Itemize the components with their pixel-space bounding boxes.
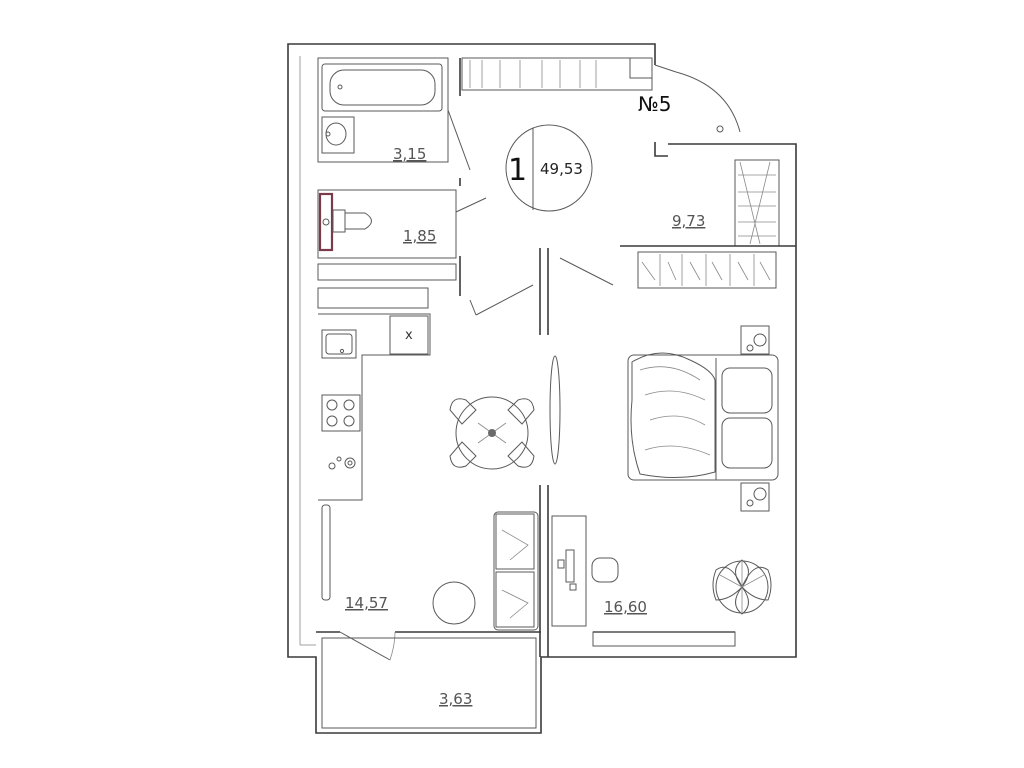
chair-icon bbox=[449, 398, 535, 468]
desk-icon bbox=[551, 515, 587, 627]
kitchen-living-area: 14,57 bbox=[345, 594, 388, 612]
toilet-area: 1,85 bbox=[403, 227, 436, 245]
bathroom: 3,15 bbox=[317, 57, 471, 171]
bed-icon bbox=[627, 352, 779, 481]
sink-icon bbox=[321, 116, 355, 154]
hallway: 9,73 bbox=[461, 57, 780, 316]
chair-icon bbox=[591, 557, 619, 583]
lamp-icon bbox=[740, 325, 770, 512]
rooms-badge: 1 49,53 bbox=[505, 124, 593, 212]
hallway-area: 9,73 bbox=[672, 212, 705, 230]
bathtub-icon bbox=[321, 63, 443, 112]
kitchen-box-mark: x bbox=[405, 328, 413, 343]
entrance-door bbox=[654, 64, 741, 133]
rooms-count: 1 bbox=[508, 153, 527, 188]
pouf-icon bbox=[432, 581, 476, 625]
sofa-icon bbox=[493, 511, 539, 631]
toilet-room: 1,85 bbox=[317, 189, 487, 281]
balcony: 3,63 bbox=[321, 637, 537, 729]
apartment-number-label: №5 bbox=[638, 92, 672, 116]
stove-icon bbox=[321, 394, 361, 432]
wardrobe-icon bbox=[461, 57, 653, 91]
bedroom: 16,60 bbox=[551, 251, 779, 647]
sink-icon bbox=[321, 329, 357, 359]
window bbox=[592, 631, 736, 647]
table-icon bbox=[455, 396, 529, 470]
toilet-icon bbox=[318, 192, 372, 252]
bathroom-area: 3,15 bbox=[393, 145, 426, 163]
bedroom-area: 16,60 bbox=[604, 598, 647, 616]
balcony-area: 3,63 bbox=[439, 690, 472, 708]
socket-icon bbox=[328, 456, 356, 470]
outer-walls bbox=[287, 43, 797, 734]
wardrobe-icon bbox=[637, 251, 777, 289]
kitchen-living: x bbox=[317, 287, 561, 661]
wardrobe-icon bbox=[734, 159, 780, 247]
total-area: 49,53 bbox=[540, 160, 583, 178]
plant-icon bbox=[712, 559, 772, 615]
